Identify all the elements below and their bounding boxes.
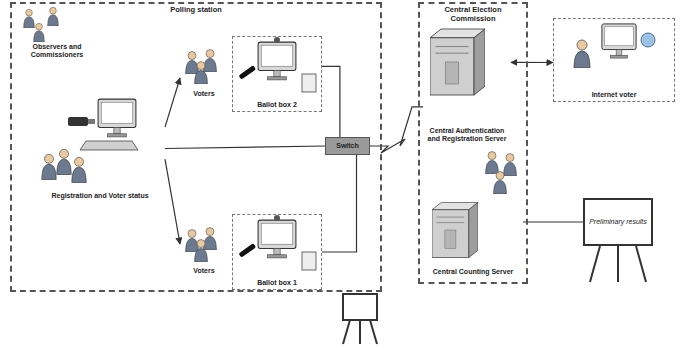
connector <box>370 107 423 153</box>
node-label: Central Authentication and Registration … <box>425 127 509 143</box>
connector <box>165 159 180 244</box>
voter-group: Voters <box>180 222 228 277</box>
results-screen: Preliminary results <box>583 198 653 246</box>
connector <box>511 62 553 63</box>
network-switch: Switch <box>325 137 370 155</box>
node-label: Polling station <box>170 6 222 15</box>
connector <box>322 66 340 137</box>
node-label: Registration and Voter status <box>51 192 148 200</box>
ballot-box: Ballot box 1 <box>232 214 322 290</box>
connector <box>165 78 180 127</box>
node-label: Central Counting Server <box>433 268 514 276</box>
connector <box>322 155 357 252</box>
node-label: Central Election Commission <box>422 6 524 23</box>
node-label: Observers and Commissioners <box>18 43 96 59</box>
node-label: Switch <box>336 142 359 150</box>
internet-voter-box: Internet voter <box>553 18 675 102</box>
node-label: Voters <box>193 90 214 98</box>
node-label: Voters <box>193 267 214 275</box>
connector <box>165 146 325 149</box>
voter-group: Voters <box>180 45 228 100</box>
region-box: Polling stationObservers and Commissione… <box>10 2 382 292</box>
ballot-box: Ballot box 2 <box>232 36 322 112</box>
node-label: Ballot box 2 <box>257 101 297 109</box>
node-label: Preliminary results <box>589 218 647 226</box>
region-box: Central Election CommissionCentral Authe… <box>418 2 528 284</box>
server-node: Central Authentication and Registration … <box>423 18 511 145</box>
connector <box>523 221 583 222</box>
registration-station: Registration and Voter status <box>35 95 165 202</box>
node-label: Internet voter <box>592 91 637 99</box>
server-node: Central Counting Server <box>423 198 523 278</box>
observers-group: Observers and Commissioners <box>16 5 98 61</box>
node-label: Ballot box 1 <box>257 279 297 287</box>
